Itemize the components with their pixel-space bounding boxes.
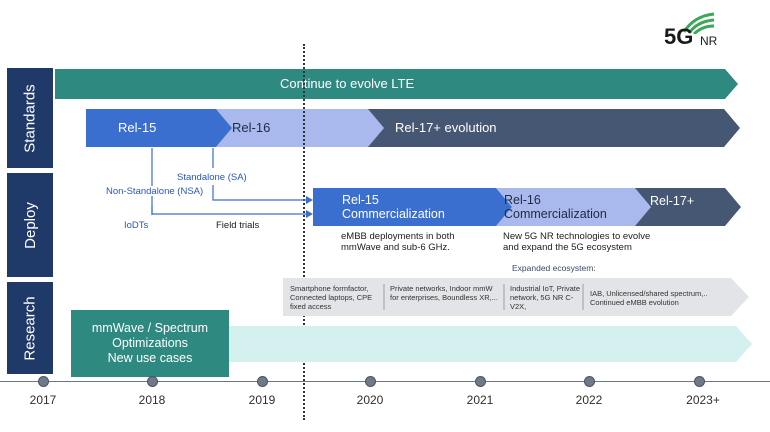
ecosystem-arrow	[283, 278, 749, 316]
year-label: 2021	[466, 393, 494, 407]
rel15-description: eMBB deployments in both mmWave and sub-…	[341, 231, 455, 253]
rel16-label: Rel-16	[232, 120, 271, 135]
timeline-dot	[693, 376, 705, 387]
year-label: 2018	[138, 393, 166, 407]
lte-arrow	[55, 69, 738, 99]
ecosystem-box-2: Private networks, Indoor mmW for enterpr…	[390, 284, 498, 302]
rel15-label: Rel-15	[118, 120, 157, 135]
rel16-commercialization-sub: Commercialization	[504, 207, 607, 221]
year-label: 2020	[356, 393, 384, 407]
row-label-research: Research	[7, 282, 53, 374]
rel15-commercialization-chevron	[313, 188, 512, 226]
rel15-commercialization-title: Rel-15	[342, 193, 379, 207]
logo-5g-nr: 5G NR	[664, 12, 734, 50]
timeline-dot	[146, 376, 158, 387]
signal-waves-icon	[682, 12, 715, 34]
ecosystem-box-1: Smartphone formfactor, Connected laptops…	[290, 284, 373, 311]
research-arrow	[228, 326, 752, 362]
rel17-deploy-label: Rel-17+	[650, 194, 695, 208]
year-label: 2019	[248, 393, 276, 407]
rel15-chevron	[86, 109, 232, 147]
mmwave-line-3: New use cases	[107, 351, 193, 365]
mmwave-line-1: mmWave / Spectrum	[91, 321, 209, 335]
mmwave-box: mmWave / Spectrum Optimizations New use …	[71, 310, 229, 377]
row-label-deploy: Deploy	[7, 173, 53, 277]
ecosystem-box-4: IAB, Unlicensed/shared spectrum,.. Conti…	[590, 289, 708, 307]
timeline-dot	[364, 376, 376, 387]
timeline-dot	[583, 376, 595, 387]
ecosystem-box-3: Industrial IoT, Private network, 5G NR C…	[510, 284, 581, 311]
row-label-standards: Standards	[7, 68, 53, 168]
logo-5g: 5G	[664, 24, 694, 49]
logo-nr: NR	[700, 34, 718, 48]
rel15-commercialization-sub: Commercialization	[342, 207, 445, 221]
rel16-chevron	[216, 109, 400, 147]
timeline-axis	[0, 381, 770, 382]
year-label: 2023+	[686, 393, 720, 407]
lte-arrow-label: Continue to evolve LTE	[280, 76, 415, 91]
mmwave-line-2: Optimizations	[112, 336, 188, 350]
current-time-line	[303, 44, 305, 420]
standalone-sa-label: Standalone (SA)	[177, 172, 247, 183]
standards-chevrons	[86, 109, 740, 147]
field-trials-label: Field trials	[216, 220, 260, 231]
year-label: 2022	[575, 393, 603, 407]
timeline-dot	[474, 376, 486, 387]
timeline-dot	[37, 376, 49, 387]
rel16-description: New 5G NR technologies to evolve and exp…	[503, 231, 651, 253]
non-standalone-nsa-label: Non-Standalone (NSA)	[106, 186, 204, 197]
iodts-label: IoDTs	[124, 220, 149, 231]
rel17-chevron	[368, 109, 740, 147]
rel16-commercialization-title: Rel-16	[504, 193, 541, 207]
timeline-dot	[256, 376, 268, 387]
deploy-chevrons	[313, 188, 741, 226]
expanded-ecosystem-label: Expanded ecosystem:	[512, 263, 596, 273]
rel16-commercialization-chevron	[496, 188, 665, 226]
year-label: 2017	[29, 393, 57, 407]
rel17-deploy-chevron	[635, 188, 741, 226]
rel17-evolution-label: Rel-17+ evolution	[395, 120, 497, 135]
